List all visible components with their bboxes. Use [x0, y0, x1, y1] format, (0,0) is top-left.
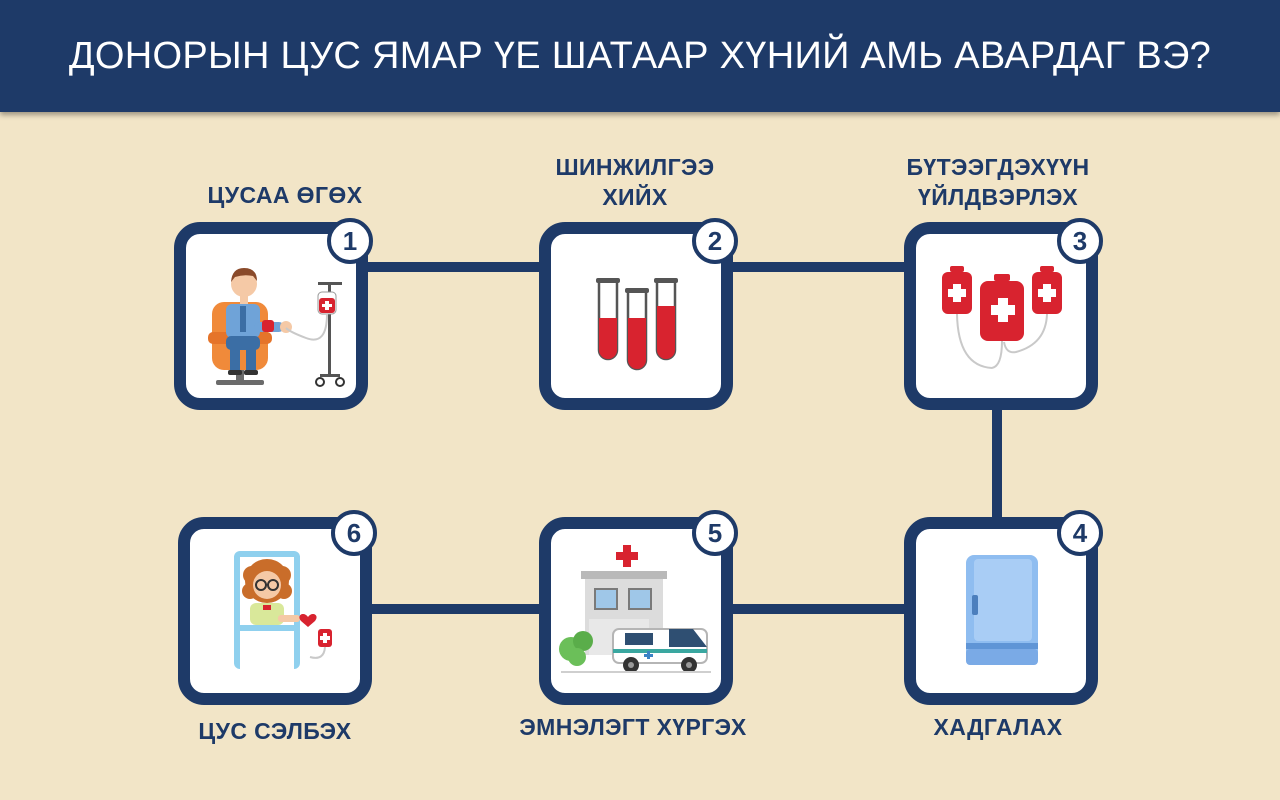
step-1-label: ЦУСАА ӨГӨХ: [207, 182, 363, 208]
connector-2-3: [725, 262, 909, 272]
header-banner: ДОНОРЫН ЦУС ЯМАР ҮЕ ШАТААР ХҮНИЙ АМЬ АВА…: [0, 0, 1280, 112]
blood-bags-icon: [942, 266, 1062, 369]
step-1-number-badge: 1: [327, 218, 373, 264]
connector-4-5: [725, 604, 909, 614]
patient-transfusion-icon: [234, 551, 332, 669]
step-4-number-badge: 4: [1057, 510, 1103, 556]
step-6-label: ЦУС СЭЛБЭХ: [198, 718, 352, 744]
step-2-label: ШИНЖИЛГЭЭ ХИЙХ: [555, 154, 715, 210]
step-5-label: ЭМНЭЛЭГТ ХҮРГЭХ: [519, 714, 747, 740]
step-4-label: ХАДГАЛАХ: [933, 714, 1063, 740]
connector-3-4: [992, 405, 1002, 523]
hospital-ambulance-icon: [559, 545, 711, 673]
page-title: ДОНОРЫН ЦУС ЯМАР ҮЕ ШАТААР ХҮНИЙ АМЬ АВА…: [68, 34, 1212, 77]
step-6-number-badge: 6: [331, 510, 377, 556]
step-3-number-badge: 3: [1057, 218, 1103, 264]
step-3-label: БҮТЭЭГДЭХҮҮН ҮЙЛДВЭРЛЭХ: [906, 154, 1090, 210]
step-5-number-badge: 5: [692, 510, 738, 556]
test-tubes-icon: [596, 278, 678, 371]
connector-1-2: [360, 262, 544, 272]
blood-donor-icon: [208, 268, 345, 387]
refrigerator-icon: [966, 555, 1038, 665]
connector-5-6: [360, 604, 544, 614]
step-6-card: [178, 517, 372, 705]
step-2-number-badge: 2: [692, 218, 738, 264]
step-3-card: [904, 222, 1098, 410]
